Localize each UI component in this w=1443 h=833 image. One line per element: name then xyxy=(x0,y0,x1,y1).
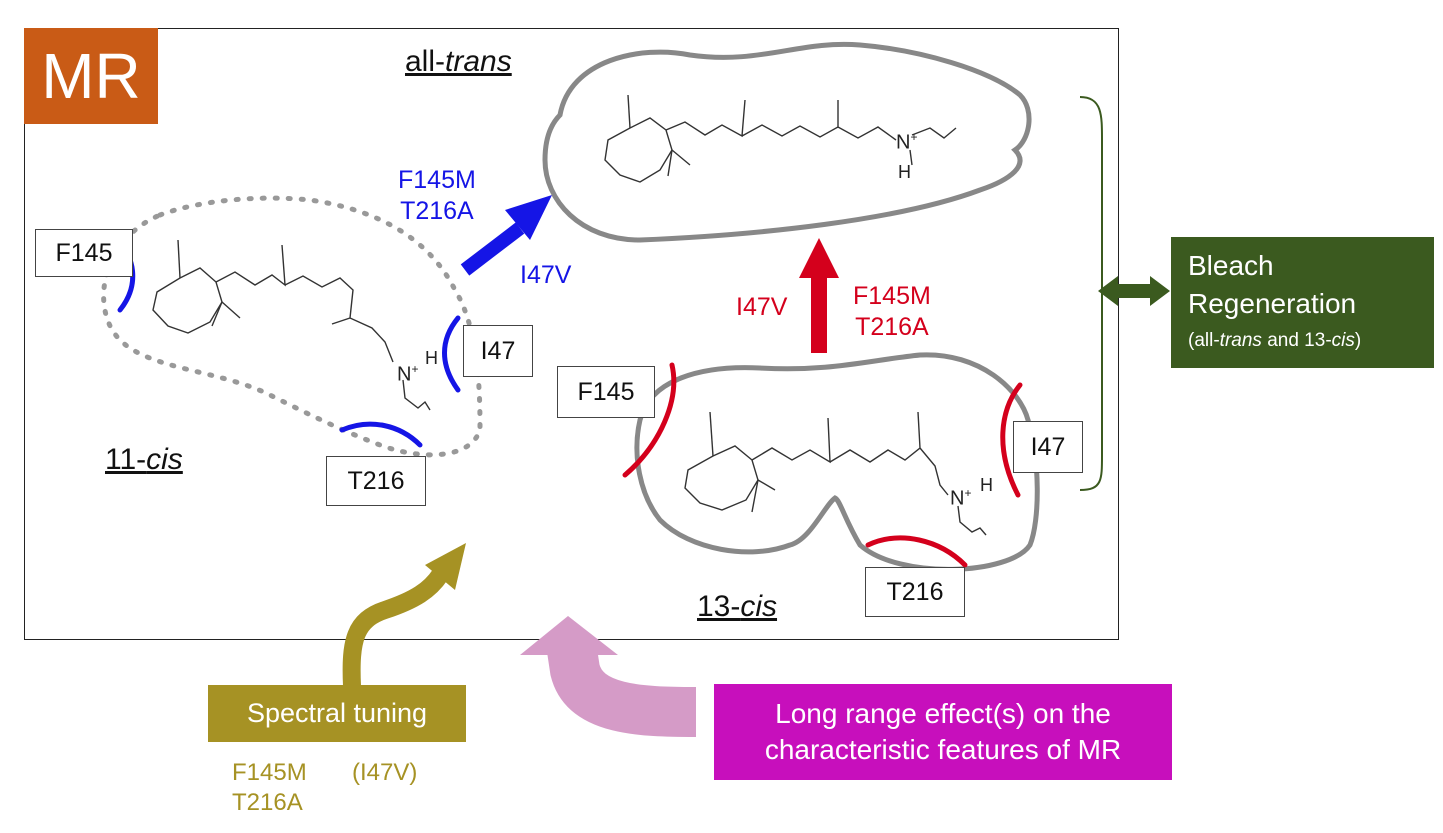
all-trans-pocket xyxy=(542,41,1032,243)
red-mutations: F145M T216A xyxy=(853,281,931,343)
long-range-effects-box: Long range effect(s) on the characterist… xyxy=(714,684,1172,780)
t216-11cis-arc xyxy=(339,421,423,448)
label-13-cis: 13-cis xyxy=(697,590,778,623)
i47-13cis-arc xyxy=(1000,382,1023,498)
red-mut-side: I47V xyxy=(736,293,788,321)
residue-t216-11cis: T216 xyxy=(326,456,426,506)
residue-f145-13cis: F145 xyxy=(557,366,655,418)
red-mut-1: F145M xyxy=(853,282,931,310)
h-13-cis: H xyxy=(980,475,993,495)
all-trans-retinal xyxy=(604,94,957,183)
bleach-isomers-note: (all-trans and 13-cis) xyxy=(1188,330,1362,351)
residue-i47-11cis: I47 xyxy=(463,325,533,377)
long-range-line1: Long range effect(s) on the xyxy=(775,698,1111,729)
red-mut-2: T216A xyxy=(855,313,929,341)
spectral-tuning-box: Spectral tuning xyxy=(208,685,466,742)
h-11-cis: H xyxy=(425,348,438,368)
spectral-mut-3: T216A xyxy=(232,789,303,816)
h-all-trans: H xyxy=(898,162,911,182)
n-plus-11-cis: N+ xyxy=(397,362,419,386)
spectral-mut-2: (I47V) xyxy=(352,759,418,786)
f145-13cis-arc xyxy=(622,362,677,478)
olive-arrow-head xyxy=(425,543,466,590)
pink-arrow-head xyxy=(520,616,618,655)
pink-arrow xyxy=(547,646,697,737)
bleach-regeneration-box: Bleach Regeneration (all-trans and 13-ci… xyxy=(1171,237,1434,368)
blue-mut-1: F145M xyxy=(398,166,476,194)
blue-arrow-shaft xyxy=(460,222,525,276)
n-plus-all-trans: N+ xyxy=(896,130,918,154)
label-all-trans: all-trans xyxy=(405,45,512,78)
blue-arrow-head xyxy=(505,195,552,240)
green-double-arrow xyxy=(1098,276,1170,306)
residue-t216-13cis: T216 xyxy=(865,567,965,617)
green-bracket xyxy=(1079,96,1103,491)
mr-badge: MR xyxy=(24,28,158,124)
label-11-cis: 11-cis xyxy=(105,443,183,476)
regeneration-label: Regeneration xyxy=(1188,288,1357,319)
11-cis-pocket xyxy=(101,195,483,458)
blue-mut-2: T216A xyxy=(400,197,474,225)
red-arrow-shaft xyxy=(811,275,827,353)
residue-f145-11cis: F145 xyxy=(35,229,133,277)
olive-arrow xyxy=(342,569,448,687)
11-cis-retinal xyxy=(152,239,431,411)
red-arrow-head xyxy=(799,238,839,278)
n-plus-13-cis: N+ xyxy=(950,486,972,510)
13-cis-pocket xyxy=(634,352,1040,572)
13-cis-retinal xyxy=(684,411,987,536)
blue-mutations: F145M T216A xyxy=(398,165,476,227)
long-range-line2: characteristic features of MR xyxy=(764,734,1122,765)
i47-11cis-arc xyxy=(442,315,461,393)
residue-i47-13cis: I47 xyxy=(1013,421,1083,473)
spectral-mut-1: F145M xyxy=(232,759,307,786)
t216-13cis-arc xyxy=(865,535,968,568)
bleach-label: Bleach xyxy=(1188,250,1274,281)
blue-mut-side: I47V xyxy=(520,261,572,289)
